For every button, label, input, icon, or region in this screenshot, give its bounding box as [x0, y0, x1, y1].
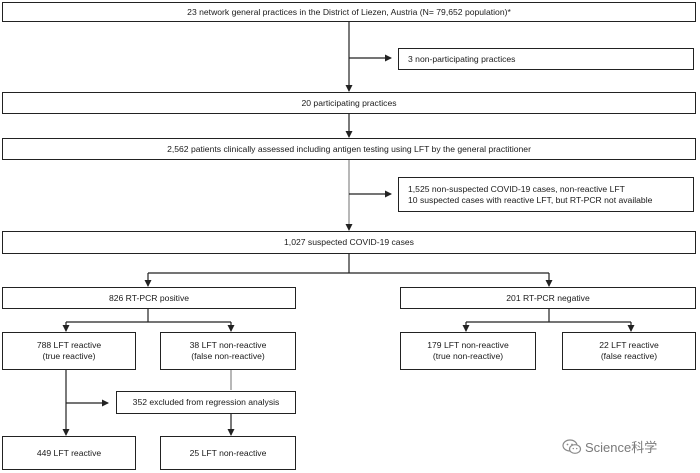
box-final-reactive: 449 LFT reactive [2, 436, 136, 470]
box-non-participating-text: 3 non-participating practices [408, 53, 516, 64]
box-lft-nonreactive-true: 179 LFT non-reactive (true non-reactive) [400, 332, 536, 370]
lft-reactive-false-line-2: (false reactive) [600, 351, 658, 361]
box-pcr-negative-text: 201 RT-PCR negative [506, 292, 590, 303]
box-regression-excluded-text: 352 excluded from regression analysis [132, 397, 280, 407]
excluded-line-1: 1,525 non-suspected COVID-19 cases, non-… [408, 183, 625, 194]
box-final-nonreactive-text: 25 LFT non-reactive [189, 447, 267, 458]
watermark-text: Science科学 [585, 440, 658, 455]
box-lft-nonreactive-false: 38 LFT non-reactive (false non-reactive) [160, 332, 296, 370]
lft-reactive-true-line-1: 788 LFT reactive [36, 340, 102, 350]
box-participating-text: 20 participating practices [301, 97, 397, 108]
box-pcr-positive-text: 826 RT-PCR positive [108, 292, 190, 303]
lft-reactive-true-line-2: (true reactive) [42, 351, 96, 361]
watermark: Science科学 [562, 437, 657, 456]
box-final-nonreactive: 25 LFT non-reactive [160, 436, 296, 470]
box-network-practices-text: 23 network general practices in the Dist… [187, 6, 511, 17]
box-regression-excluded: 352 excluded from regression analysis [116, 391, 296, 414]
box-lft-reactive-false: 22 LFT reactive (false reactive) [562, 332, 696, 370]
lft-nonreactive-false-line-1: 38 LFT non-reactive [189, 340, 267, 350]
lft-nonreactive-false-line-2: (false non-reactive) [191, 351, 265, 361]
box-pcr-negative: 201 RT-PCR negative [400, 287, 696, 309]
lft-nonreactive-true-line-2: (true non-reactive) [432, 351, 504, 361]
box-non-participating: 3 non-participating practices [398, 48, 694, 70]
excluded-line-2: 10 suspected cases with reactive LFT, bu… [408, 194, 653, 205]
box-final-reactive-text: 449 LFT reactive [36, 447, 102, 458]
wechat-icon [562, 438, 582, 454]
box-pcr-positive: 826 RT-PCR positive [2, 287, 296, 309]
box-network-practices: 23 network general practices in the Dist… [2, 2, 696, 22]
box-participating: 20 participating practices [2, 92, 696, 114]
box-lft-reactive-true: 788 LFT reactive (true reactive) [2, 332, 136, 370]
box-excluded: 1,525 non-suspected COVID-19 cases, non-… [398, 177, 694, 212]
box-suspected: 1,027 suspected COVID-19 cases [2, 231, 696, 254]
box-assessed-text: 2,562 patients clinically assessed inclu… [167, 143, 531, 154]
box-assessed: 2,562 patients clinically assessed inclu… [2, 138, 696, 160]
lft-nonreactive-true-line-1: 179 LFT non-reactive [427, 340, 509, 350]
lft-reactive-false-line-1: 22 LFT reactive [599, 340, 659, 350]
box-suspected-text: 1,027 suspected COVID-19 cases [284, 237, 414, 247]
